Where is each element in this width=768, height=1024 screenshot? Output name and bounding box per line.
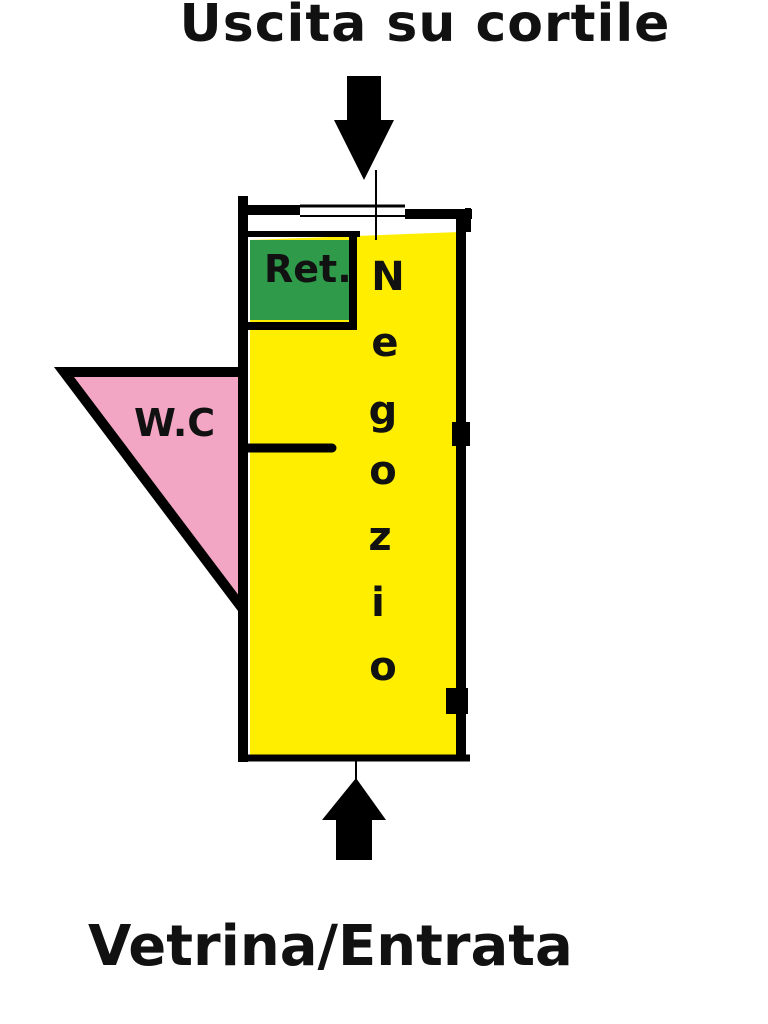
- negozio-label: N e g o z i o: [368, 254, 404, 690]
- arrow-down-icon: [334, 76, 394, 180]
- right-wall-mark-lower: [446, 688, 468, 714]
- right-wall-mark-upper: [452, 422, 470, 446]
- shop-entrance-label: Vetrina/Entrata: [88, 914, 573, 979]
- negozio-letter: N: [371, 254, 404, 300]
- negozio-letter: i: [371, 580, 385, 626]
- wc-outline: [53, 367, 246, 612]
- negozio-letter: z: [368, 514, 391, 560]
- negozio-letter: o: [369, 644, 396, 690]
- negozio-letter: e: [371, 320, 398, 366]
- arrow-up-icon: [322, 778, 386, 860]
- ret-label: Ret.: [264, 247, 352, 291]
- negozio-room: [250, 232, 460, 758]
- ret-room: [250, 240, 350, 320]
- exit-courtyard-label: Uscita su cortile: [179, 0, 671, 54]
- negozio-letter: o: [369, 448, 396, 494]
- wc-label: W.C: [134, 401, 215, 445]
- negozio-letter: g: [369, 388, 398, 434]
